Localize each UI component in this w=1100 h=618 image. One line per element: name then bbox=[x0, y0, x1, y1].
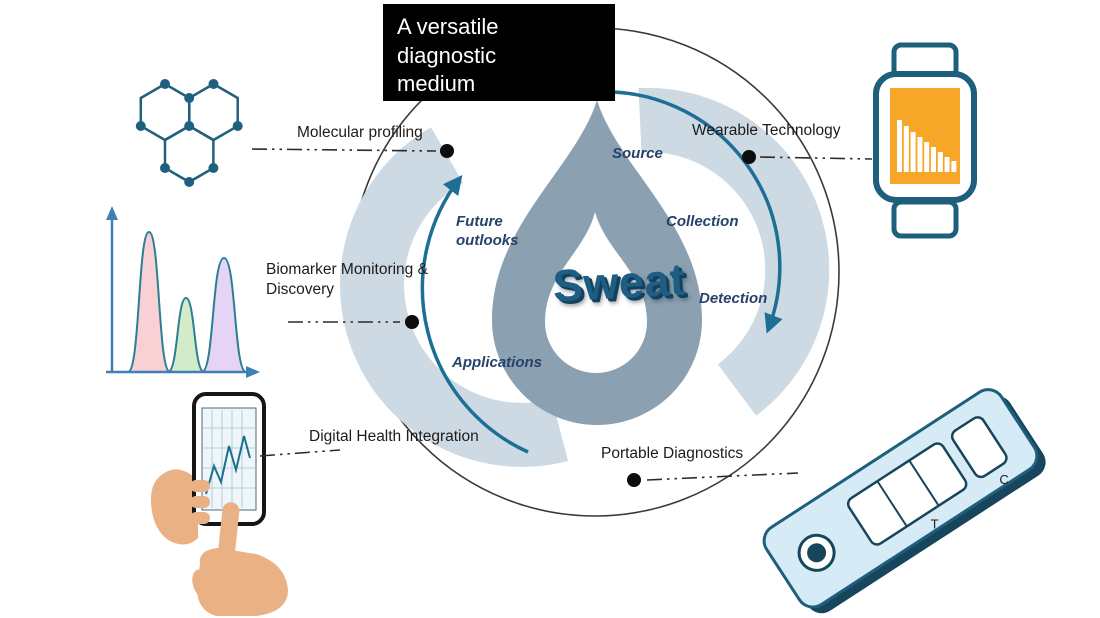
watch-strap-bottom bbox=[891, 199, 959, 239]
stage-detection: Detection bbox=[699, 290, 768, 307]
cassette-result-window bbox=[846, 442, 968, 546]
phone-screen bbox=[201, 407, 257, 511]
phone-hands-icon bbox=[150, 392, 288, 616]
sweat-droplet-inner bbox=[545, 212, 647, 373]
smartwatch-icon bbox=[873, 42, 977, 239]
sweat-cycle-graphic bbox=[340, 27, 840, 517]
cassette-sample-well-center bbox=[807, 543, 827, 563]
sweat-label: Sweat bbox=[551, 253, 687, 312]
cassette-line-2 bbox=[908, 459, 940, 507]
cassette-control-window bbox=[950, 416, 1008, 479]
watch-screen-bars bbox=[897, 120, 957, 172]
cassette-t-label: T bbox=[931, 516, 939, 531]
chromatogram-peaks bbox=[127, 230, 247, 373]
stage-source: Source bbox=[612, 145, 663, 162]
cycle-band-right bbox=[638, 87, 830, 416]
stage-future-outlooks: Future outlooks bbox=[456, 213, 519, 249]
phone-chart bbox=[203, 410, 255, 508]
test-cassette-icon: C T bbox=[762, 388, 1046, 614]
cassette-c-label: C bbox=[999, 472, 1008, 487]
callout-biomarker-monitoring: Biomarker Monitoring & Discovery bbox=[266, 261, 428, 299]
callout-wearable-technology: Wearable Technology bbox=[692, 122, 841, 139]
cassette-test-line bbox=[876, 480, 908, 527]
stage-collection: Collection bbox=[666, 213, 739, 230]
chromatogram-icon bbox=[106, 206, 260, 378]
title-box: A versatile diagnostic medium bbox=[383, 4, 615, 101]
molecule-atoms bbox=[135, 79, 243, 187]
cycle-arrow-left bbox=[420, 174, 529, 454]
cycle-arrow-right bbox=[596, 90, 783, 334]
stage-applications: Applications bbox=[452, 354, 543, 371]
holding-hand bbox=[150, 469, 198, 545]
chromatogram-axes bbox=[106, 206, 260, 378]
callout-digital-health: Digital Health Integration bbox=[309, 428, 479, 445]
callout-molecular-profiling: Molecular profiling bbox=[297, 124, 423, 141]
pointing-hand bbox=[192, 502, 288, 616]
holding-hand-fingers bbox=[190, 480, 210, 524]
page-title: A versatile diagnostic medium bbox=[397, 14, 499, 97]
molecule-icon bbox=[135, 79, 243, 187]
callout-portable-diagnostics: Portable Diagnostics bbox=[601, 445, 744, 462]
